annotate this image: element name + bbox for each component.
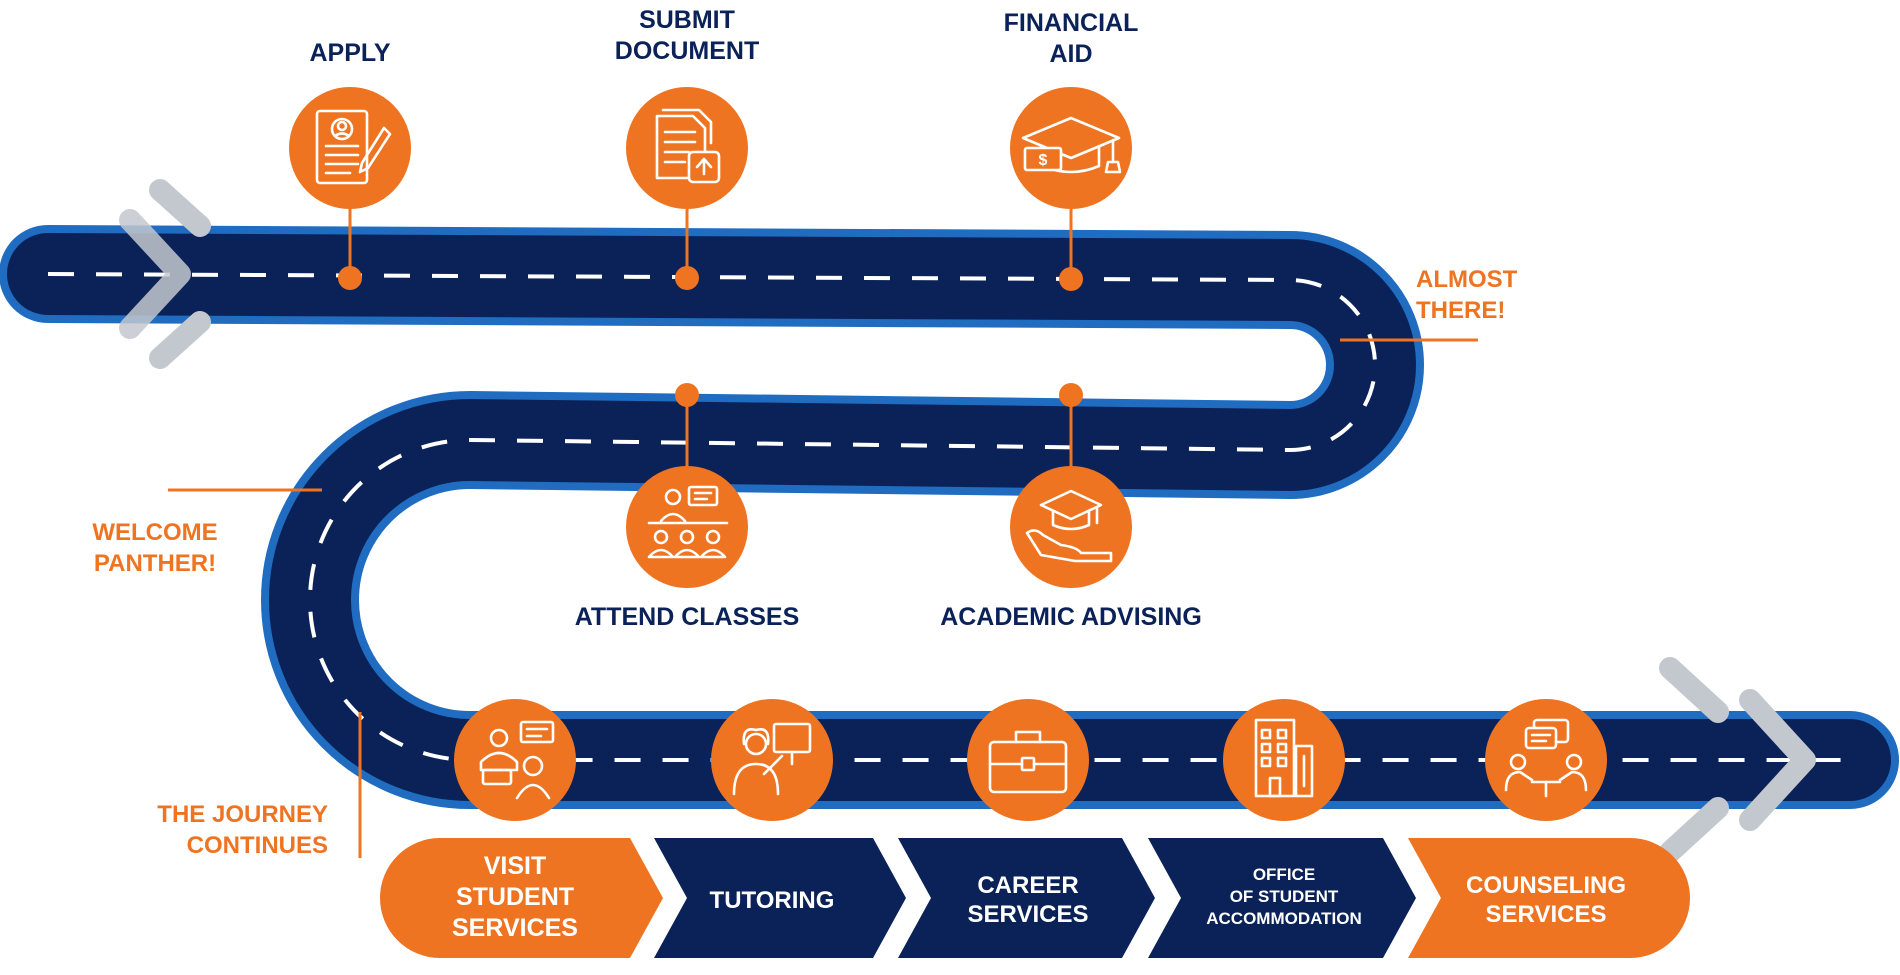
- tutoring-label: TUTORING: [710, 887, 835, 914]
- road: [0, 225, 1899, 809]
- academic-advising-label: ACADEMIC ADVISING: [940, 603, 1202, 631]
- submit-dot: [675, 266, 699, 290]
- start-chevrons: [119, 179, 211, 369]
- start-chevron-icon: [149, 179, 211, 369]
- document-upload-icon: [626, 87, 748, 209]
- attend-classes-label: ATTEND CLASSES: [575, 603, 800, 631]
- application-form-icon: [289, 87, 411, 209]
- banner-tutoring: [654, 838, 906, 958]
- counseling-icon: [1485, 699, 1607, 821]
- cap-in-hand-icon: [1010, 466, 1132, 588]
- advising-dot: [1059, 383, 1083, 407]
- apply-label: APPLY: [309, 39, 390, 67]
- tutor-presentation-icon: [711, 699, 833, 821]
- end-chevrons: [1659, 657, 1816, 863]
- financial-dot: [1059, 267, 1083, 291]
- banner-career-services: [898, 838, 1155, 958]
- classroom-icon: [626, 466, 748, 588]
- building-icon: [1223, 699, 1345, 821]
- end-chevron-right-icon: [1739, 689, 1816, 831]
- svg-text:$: $: [1039, 152, 1048, 169]
- lane-divider: [47, 272, 1850, 762]
- middle-step-labels: ATTEND CLASSES ACADEMIC ADVISING: [575, 603, 1202, 631]
- start-arrow-icon: [119, 209, 191, 339]
- apply-dot: [338, 266, 362, 290]
- classes-dot: [675, 383, 699, 407]
- callout-rules: [168, 338, 1478, 858]
- road-surface: [7, 233, 1891, 801]
- end-chevron-left-icon: [1659, 657, 1729, 863]
- banner-counseling-services: [1408, 838, 1690, 958]
- banner-office-accommodation: [1148, 838, 1416, 958]
- student-services-icon: [454, 699, 576, 821]
- banner-visit-student-services: [380, 838, 663, 958]
- briefcase-icon: [967, 699, 1089, 821]
- service-banner: [380, 838, 1690, 958]
- graduation-cap-money-icon: $: [1010, 87, 1132, 209]
